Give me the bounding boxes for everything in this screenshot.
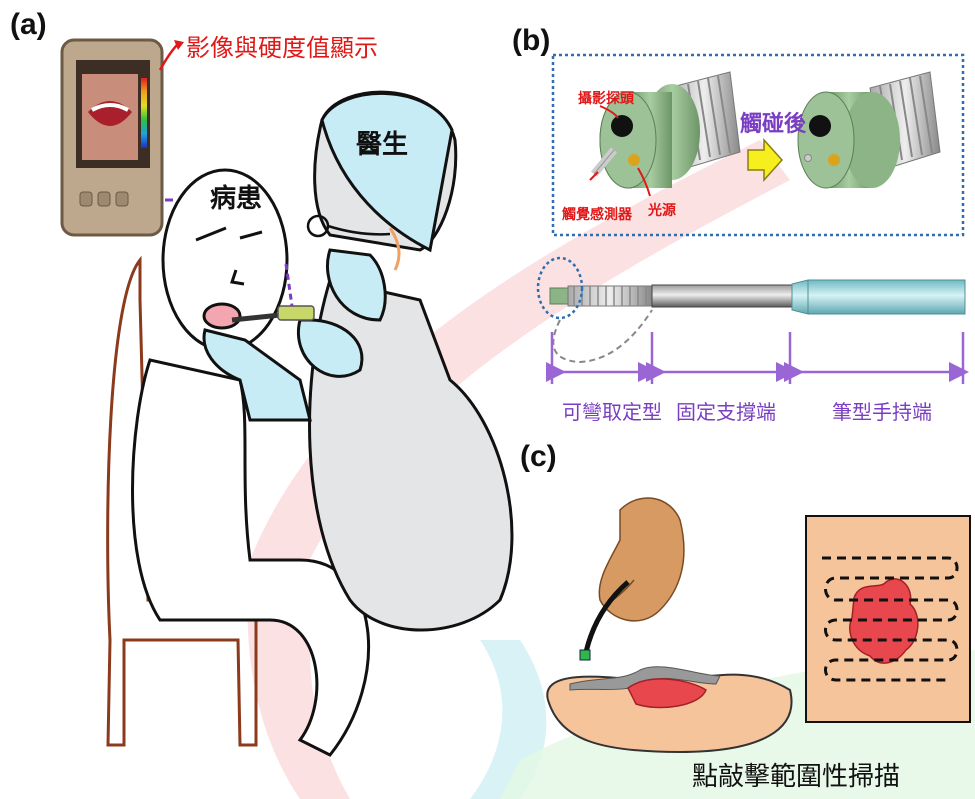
hand-with-probe [579, 497, 685, 661]
patient-mouth [202, 302, 242, 330]
tactile-sensor-label: 觸覺感測器 [562, 207, 632, 223]
device-caption: 影像與硬度值顯示 [186, 34, 378, 62]
probe-tip-after [797, 71, 941, 189]
camera-probe-label: 攝影探頭 [578, 91, 634, 107]
tablet-device [60, 38, 164, 237]
panel-label-a: (a) [10, 8, 47, 41]
patient-figure [131, 168, 371, 757]
segment-label-fixed: 固定支撐端 [676, 400, 776, 424]
inset-box [551, 53, 965, 237]
probe-tip-before [590, 71, 741, 189]
scan-caption: 點敲擊範圍性掃描 [692, 762, 901, 792]
segment-label-handle: 筆型手持端 [832, 400, 932, 424]
chair [106, 255, 258, 747]
patient-face [195, 226, 263, 286]
tissue-sample [546, 666, 793, 754]
panel-label-c: (c) [520, 440, 557, 473]
arrow-right-icon [747, 138, 784, 182]
patient-label: 病患 [210, 184, 263, 214]
light-source-label: 光源 [648, 203, 676, 219]
doctor-figure [297, 90, 514, 632]
doctor-label: 醫生 [356, 130, 409, 160]
segment-dimensions [546, 332, 969, 384]
scan-inset [805, 515, 971, 723]
segment-label-flexible: 可彎取定型 [562, 400, 662, 424]
panel-label-b: (b) [512, 24, 551, 57]
patient-hand [202, 328, 312, 422]
full-probe [549, 279, 966, 315]
probe-in-mouth [231, 305, 315, 323]
after-contact-label: 觸碰後 [740, 112, 807, 137]
